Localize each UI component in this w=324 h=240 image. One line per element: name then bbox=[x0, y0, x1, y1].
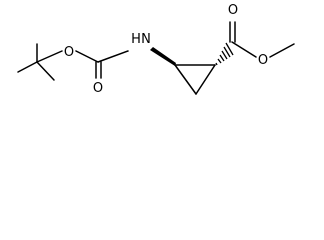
bond-o-to-boc-carbon bbox=[75, 50, 99, 63]
bond-ester-carbon-to-o bbox=[231, 41, 257, 58]
molecule-structure: O O H N O O bbox=[17, 3, 295, 96]
amine-h: H bbox=[131, 32, 141, 47]
boc-carbonyl-oxygen: O bbox=[93, 81, 103, 96]
bond-tbu-to-o bbox=[36, 50, 63, 63]
bond-ring-c1-c3 bbox=[174, 64, 197, 95]
bond-ring-c2-c3 bbox=[195, 64, 216, 95]
wedge-n-to-ring bbox=[150, 47, 176, 66]
bond-tbu-methyl-left bbox=[17, 61, 38, 73]
boc-alkoxy-oxygen: O bbox=[64, 45, 74, 60]
bond-tbu-methyl-bottom bbox=[36, 61, 55, 81]
bond-o-to-methyl bbox=[269, 43, 295, 58]
ester-carbonyl-oxygen: O bbox=[228, 3, 238, 18]
ester-alkoxy-oxygen: O bbox=[258, 53, 268, 68]
hash-wedge-ring-to-ester bbox=[215, 42, 234, 66]
bond-boc-carbon-to-n bbox=[97, 50, 129, 63]
amine-nitrogen: N bbox=[141, 32, 151, 47]
